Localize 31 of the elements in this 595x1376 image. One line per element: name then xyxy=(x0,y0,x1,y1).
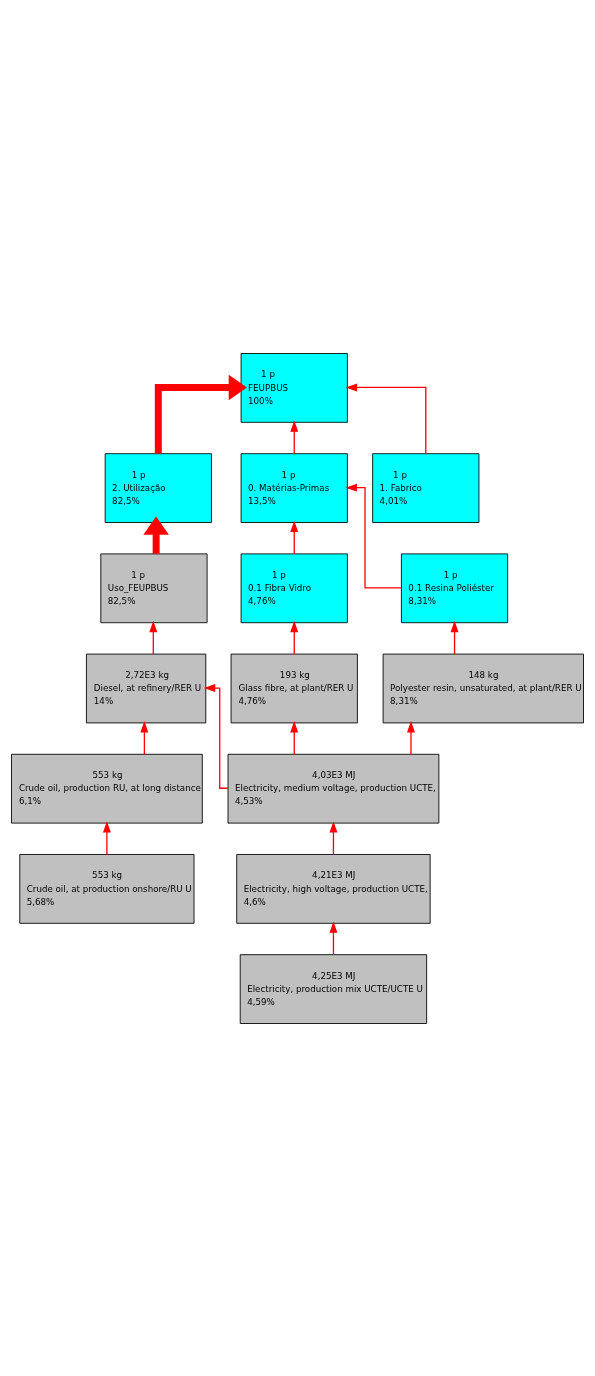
arrow xyxy=(345,483,402,588)
node-box: 553 kg Crude oil, production RU, at long distance 6,1% xyxy=(11,753,203,824)
node-box: 4,21E3 MJ Electricity, high voltage, production UCTE, 4,6% xyxy=(236,853,431,924)
node-box: 1 p FEUPBUS 100% xyxy=(240,352,348,423)
node-box: 148 kg Polyester resin, unsaturated, at plant/RER U 8,31% xyxy=(382,653,584,723)
arrow xyxy=(290,520,299,554)
arrow xyxy=(329,920,338,955)
node-box: 1 p 0.1 Fibra Vidro 4,76% xyxy=(240,552,348,623)
arrow xyxy=(140,720,149,755)
arrow xyxy=(345,383,427,454)
arrow xyxy=(290,419,299,454)
arrow xyxy=(143,516,169,554)
arrow xyxy=(149,620,158,655)
node-box: 2,72E3 kg Diesel, at refinery/RER U 14% xyxy=(86,653,207,723)
arrow xyxy=(450,620,459,655)
node-box: 1 p 0. Matérias-Primas 13,5% xyxy=(240,452,348,523)
node-box: 1 p 2. Utilização 82,5% xyxy=(104,452,212,523)
arrow xyxy=(290,720,299,755)
node-box: 1 p 0.1 Resina Poliéster 8,31% xyxy=(400,552,509,623)
arrow xyxy=(102,820,111,855)
node-box: 1 p 1. Fabrico 4,01% xyxy=(372,452,480,523)
node-box: 553 kg Crude oil, at production onshore/RU U 5,68% xyxy=(19,853,195,924)
node-box: 4,25E3 MJ Electricity, production mix UCTE/UCTE U 4,59% xyxy=(239,953,428,1024)
arrow xyxy=(407,720,415,755)
arrow xyxy=(290,620,299,655)
node-box: 193 kg Glass fibre, at plant/RER U 4,76% xyxy=(230,653,358,723)
arrow xyxy=(203,683,229,789)
arrow xyxy=(329,820,338,855)
node-box: 1 p Uso_FEUPBUS 82,5% xyxy=(100,552,208,623)
node-box: 4,03E3 MJ Electricity, medium voltage, production UCTE, 4,53% xyxy=(227,753,440,824)
arrow xyxy=(154,374,247,453)
